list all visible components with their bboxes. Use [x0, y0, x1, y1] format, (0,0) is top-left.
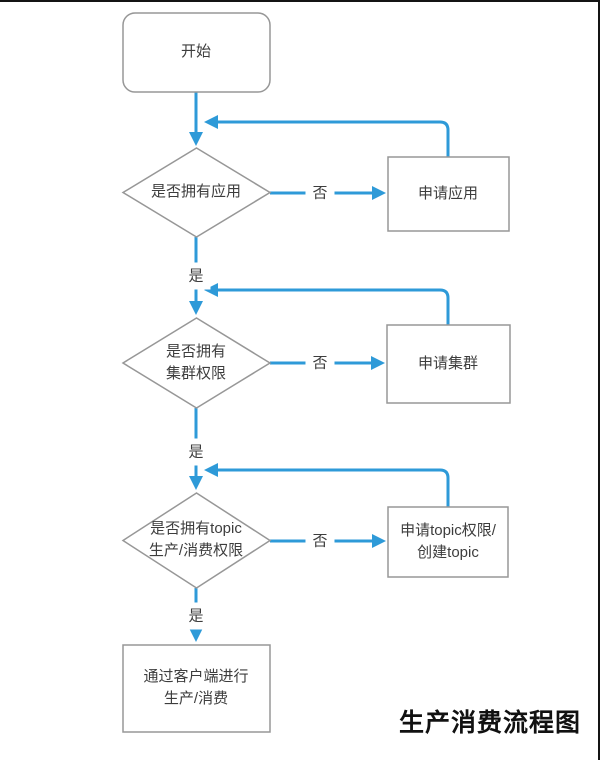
apply-cluster-rect — [386, 324, 511, 404]
yes-label-topic: 是 — [181, 602, 211, 630]
check-cluster-diamond — [121, 317, 272, 409]
apply-app-label: 申请应用 — [417, 185, 479, 202]
check-cluster-label: 是否拥有 集群权限 — [165, 343, 227, 382]
screenshot-right-border — [598, 0, 600, 760]
start-node-shape — [122, 12, 271, 93]
client-produce-consume-label: 通过客户端进行 生产/消费 — [143, 668, 249, 707]
client-produce-consume-rect — [122, 644, 271, 733]
edge-apply-topic-feedback — [204, 463, 450, 507]
yes-label-app: 是 — [181, 262, 211, 290]
diagram-title: 生产消费流程图 — [398, 709, 582, 737]
check-app-diamond — [121, 147, 272, 238]
screenshot-top-border — [0, 0, 600, 2]
start-node-label: 开始 — [180, 43, 212, 60]
no-label-topic: 否 — [305, 527, 335, 555]
yes-label-cluster: 是 — [181, 438, 211, 466]
edge-apply-app-feedback — [204, 115, 450, 157]
edge-apply-cluster-feedback — [204, 283, 450, 325]
apply-topic-rect — [387, 506, 509, 578]
apply-cluster-label: 申请集群 — [417, 355, 479, 372]
no-label-app: 否 — [305, 179, 335, 207]
apply-app-rect — [387, 156, 510, 232]
no-label-cluster: 否 — [305, 349, 335, 377]
check-topic-label: 是否拥有topic 生产/消费权限 — [148, 520, 244, 559]
check-topic-diamond — [121, 492, 272, 589]
check-app-label: 是否拥有应用 — [150, 183, 242, 200]
apply-topic-label: 申请topic权限/ 创建topic — [400, 522, 496, 561]
